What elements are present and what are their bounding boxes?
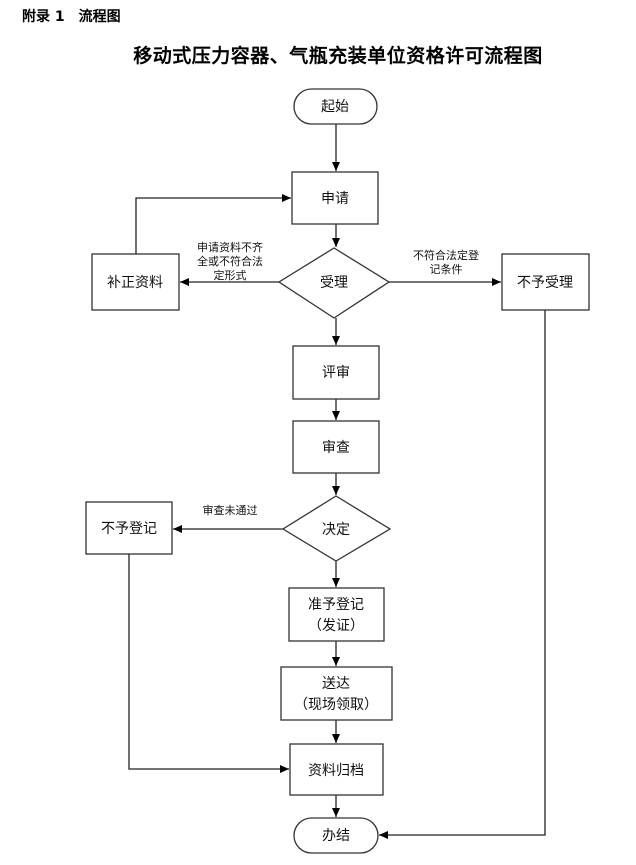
node-approve	[288, 587, 385, 642]
edge-rejectaccept-end	[379, 310, 546, 839]
edge-supplement-apply	[135, 194, 291, 254]
appendix-label: 附录 1 流程图	[22, 9, 121, 25]
edge-label-not-passed: 审查未通过	[203, 503, 258, 517]
node-apply-label: 申请	[321, 191, 349, 207]
node-deliver	[280, 666, 393, 721]
node-review-label: 评审	[322, 365, 350, 381]
edge-label-incomplete-3: 定形式	[214, 268, 247, 282]
node-reject-register	[85, 501, 173, 555]
node-examine-label: 审查	[322, 440, 350, 456]
edge-label-incomplete-2: 全或不符合法	[197, 254, 263, 268]
node-start-label: 起始	[321, 99, 349, 115]
edge-label-not-eligible-1: 不符合法定登	[413, 248, 479, 262]
node-reject-register-label: 不予登记	[101, 521, 157, 537]
node-deliver-label-1: 送达	[322, 676, 350, 692]
node-decide	[281, 495, 392, 562]
node-examine	[292, 420, 380, 474]
node-reject-accept	[501, 253, 590, 311]
node-archive-label: 资料归档	[308, 762, 364, 779]
node-approve-label-2: （发证）	[308, 618, 364, 634]
node-decide-label: 决定	[322, 522, 350, 538]
edge-reject-archive	[128, 554, 289, 773]
edge-label-incomplete-1: 申请资料不齐	[197, 240, 263, 254]
node-end-label: 办结	[322, 828, 350, 844]
node-accept-label: 受理	[320, 275, 348, 291]
node-approve-label-1: 准予登记	[308, 597, 364, 613]
page-title: 移动式压力容器、气瓶充装单位资格许可流程图	[133, 45, 543, 67]
node-supplement-label: 补正资料	[107, 275, 163, 291]
node-end	[293, 817, 379, 854]
node-reject-accept-label: 不予受理	[517, 275, 573, 291]
node-review	[292, 345, 380, 400]
node-accept	[277, 247, 391, 319]
node-deliver-label-2: （现场领取）	[294, 697, 378, 713]
node-start	[293, 88, 378, 125]
node-apply	[291, 171, 379, 225]
node-supplement	[91, 253, 180, 311]
node-archive	[289, 743, 384, 796]
edge-label-not-eligible-2: 记条件	[430, 262, 463, 276]
